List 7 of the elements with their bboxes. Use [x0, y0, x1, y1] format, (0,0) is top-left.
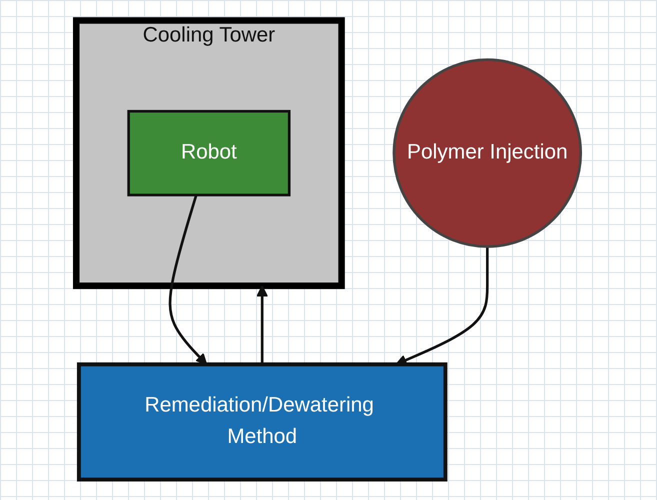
- node-box: [76, 362, 448, 482]
- node-box: [127, 110, 291, 196]
- node-circle: [392, 58, 582, 248]
- arrow: [168, 194, 208, 365]
- cluster: [72, 17, 345, 290]
- flowchart: Cooling Tower Robot Remediation/Dewatering Method Polymer Injection: [10, 10, 647, 490]
- arrow: [256, 285, 268, 364]
